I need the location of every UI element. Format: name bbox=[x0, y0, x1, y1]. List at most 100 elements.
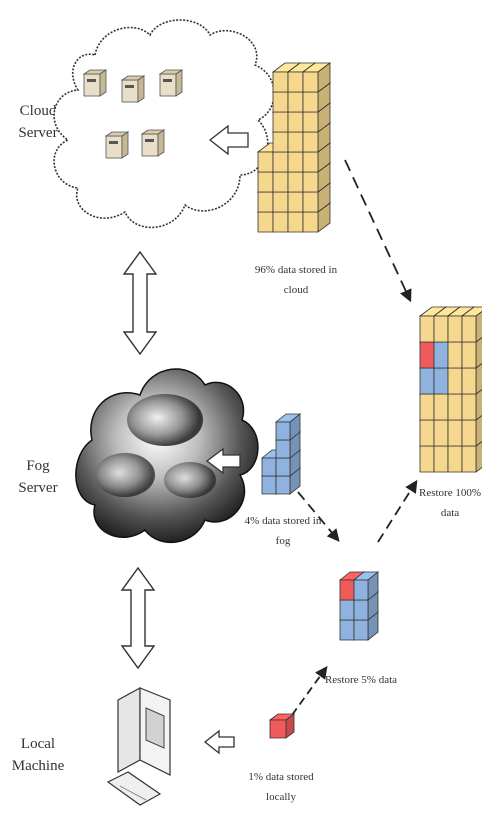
data-block-face bbox=[272, 191, 289, 213]
data-block-face bbox=[257, 191, 274, 213]
caption-cloud-store-line2: cloud bbox=[284, 284, 309, 296]
caption-restore-100-line1: Restore 100% bbox=[419, 487, 481, 499]
tier-label-cloud-line2: Server bbox=[18, 125, 57, 141]
cloud-server-icon bbox=[53, 19, 275, 229]
tier-label-fog-line1: Fog bbox=[26, 458, 50, 474]
data-block-face bbox=[353, 579, 369, 601]
data-block-face bbox=[433, 393, 449, 421]
data-block-face bbox=[433, 445, 449, 473]
data-block-face bbox=[339, 579, 355, 601]
restore-5-to-restore-100-arrow bbox=[377, 479, 418, 543]
data-block-face bbox=[287, 91, 304, 113]
data-block-face bbox=[353, 599, 369, 621]
data-block-face bbox=[272, 151, 289, 173]
data-block-face bbox=[302, 91, 319, 113]
tier-label-fog-line2: Server bbox=[18, 480, 57, 496]
data-block-face bbox=[461, 445, 477, 473]
data-block-face bbox=[433, 315, 449, 343]
data-block-face bbox=[461, 341, 477, 369]
local-machine-icon bbox=[106, 686, 171, 806]
caption-restore-5-line1: Restore 5% data bbox=[325, 674, 397, 686]
data-block-face bbox=[261, 457, 277, 477]
data-block-face bbox=[419, 367, 435, 395]
fog-server-icon bbox=[75, 368, 259, 544]
data-block-face bbox=[287, 171, 304, 193]
data-block-face bbox=[302, 191, 319, 213]
tier-label-fog: Fog Server bbox=[18, 458, 57, 496]
store-to-cloud-arrow bbox=[208, 124, 249, 156]
server-icon bbox=[158, 69, 184, 97]
fog-local-link-arrow bbox=[120, 566, 156, 670]
data-block-face bbox=[257, 171, 274, 193]
caption-cloud-store: 96% data stored in cloud bbox=[255, 264, 338, 296]
store-to-local-arrow bbox=[203, 729, 235, 755]
data-block-face bbox=[302, 111, 319, 133]
store-to-fog-arrow bbox=[205, 447, 241, 475]
data-block-face bbox=[272, 211, 289, 233]
data-block-face bbox=[287, 191, 304, 213]
data-block-face bbox=[353, 619, 369, 641]
data-block-face bbox=[269, 719, 287, 739]
data-block-face bbox=[257, 211, 274, 233]
data-block-face bbox=[272, 131, 289, 153]
data-block-face bbox=[287, 151, 304, 173]
data-block-face bbox=[275, 439, 291, 459]
fog-data-blocks bbox=[260, 413, 302, 495]
caption-fog-store-line1: 4% data stored in bbox=[245, 515, 322, 527]
caption-fog-store-line2: fog bbox=[276, 535, 291, 547]
caption-local-store: 1% data stored locally bbox=[248, 771, 314, 803]
data-block-face bbox=[287, 131, 304, 153]
server-icon bbox=[104, 131, 130, 159]
data-block-face bbox=[275, 457, 291, 477]
data-block-face bbox=[287, 211, 304, 233]
data-block-face bbox=[461, 367, 477, 395]
tier-label-local: Local Machine bbox=[12, 736, 65, 774]
server-icon bbox=[140, 129, 166, 157]
caption-local-store-line1: 1% data stored bbox=[248, 771, 314, 783]
data-block-face bbox=[433, 367, 449, 395]
restore-100-data-blocks bbox=[418, 306, 482, 473]
server-icon bbox=[120, 75, 146, 103]
data-block-face bbox=[302, 151, 319, 173]
data-block-face bbox=[275, 421, 291, 441]
data-block-face bbox=[419, 315, 435, 343]
data-block-face bbox=[447, 419, 463, 447]
data-block-face bbox=[447, 445, 463, 473]
data-block-face bbox=[272, 91, 289, 113]
data-block-face bbox=[302, 171, 319, 193]
data-block-face bbox=[302, 131, 319, 153]
data-block-face bbox=[447, 341, 463, 369]
caption-fog-store: 4% data stored in fog bbox=[245, 515, 322, 547]
data-block-face bbox=[461, 393, 477, 421]
data-block-face bbox=[261, 475, 277, 495]
data-block-face bbox=[257, 151, 274, 173]
caption-local-store-line2: locally bbox=[266, 791, 296, 803]
tier-label-cloud-line1: Cloud bbox=[20, 103, 57, 119]
data-block-face bbox=[433, 419, 449, 447]
caption-restore-100-line2: data bbox=[441, 507, 459, 519]
data-block-face bbox=[302, 211, 319, 233]
data-block-face bbox=[447, 367, 463, 395]
data-block-face bbox=[302, 71, 319, 93]
local-to-restore-5-arrow bbox=[291, 665, 328, 716]
data-block-face bbox=[287, 71, 304, 93]
caption-restore-5: Restore 5% data bbox=[325, 674, 397, 686]
data-block-face bbox=[419, 393, 435, 421]
data-block-face bbox=[287, 111, 304, 133]
data-block-face bbox=[419, 341, 435, 369]
data-block-face bbox=[272, 171, 289, 193]
tier-label-local-line1: Local bbox=[21, 736, 55, 752]
cloud-to-restore-100-arrow bbox=[344, 159, 412, 303]
data-block-face bbox=[419, 445, 435, 473]
data-block-face bbox=[447, 393, 463, 421]
tier-label-cloud: Cloud Server bbox=[18, 103, 57, 141]
data-block-face bbox=[272, 111, 289, 133]
data-block-face bbox=[447, 315, 463, 343]
cloud-data-blocks bbox=[256, 62, 332, 233]
tier-label-local-line2: Machine bbox=[12, 758, 65, 774]
data-block-face bbox=[339, 599, 355, 621]
data-block-face bbox=[419, 419, 435, 447]
fog-to-restore-5-arrow bbox=[297, 491, 340, 542]
data-block-face bbox=[461, 315, 477, 343]
